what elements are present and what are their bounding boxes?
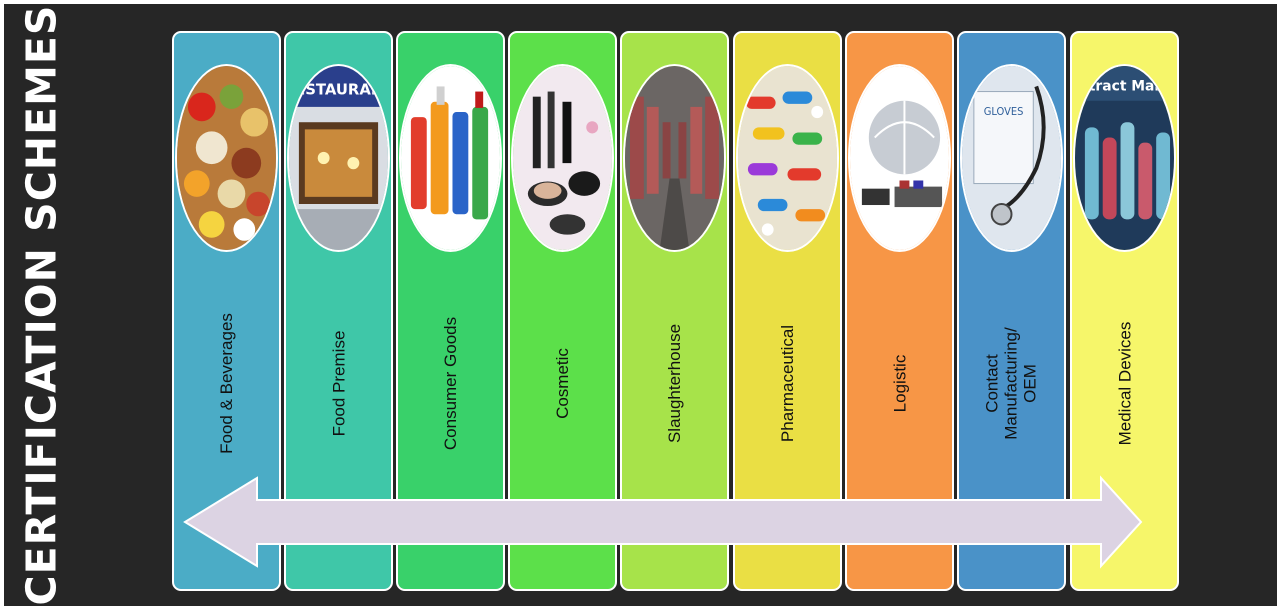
scheme-column-slaughterhouse[interactable]: Slaughterhouse (620, 31, 729, 591)
side-title: CERTIFICATION SCHEMES (6, 0, 76, 610)
globe-logistics-image (848, 64, 951, 252)
food-image (175, 64, 278, 252)
side-title-text: CERTIFICATION SCHEMES (17, 4, 66, 606)
scheme-column-food-premise[interactable]: RESTAURANT Food Premise (284, 31, 393, 591)
pills-image (736, 64, 839, 252)
scheme-label: Cosmetic (552, 347, 572, 419)
scheme-column-medical-devices[interactable]: ntract Manufac Medical Devices (1070, 31, 1179, 591)
gloves-box-text: GLOVES (984, 107, 1024, 118)
scheme-column-logistic[interactable]: Logistic (845, 31, 954, 591)
contract-text: ntract Manufac (1079, 78, 1174, 94)
scheme-label: Food Premise (329, 330, 349, 436)
scheme-label: Slaughterhouse (665, 323, 684, 443)
scheme-column-food-beverages[interactable]: Food & Beverages (172, 31, 281, 591)
restaurant-image: RESTAURANT (287, 64, 390, 252)
test-tubes-image: ntract Manufac (1073, 64, 1176, 252)
cleaning-products-image (399, 64, 502, 252)
scheme-label: Pharmaceutical (778, 324, 798, 442)
scheme-column-consumer-goods[interactable]: Consumer Goods (396, 31, 505, 591)
scheme-column-contact-manufacturing-oem[interactable]: GLOVES Contact Manufacturing/ OEM (957, 31, 1066, 591)
cosmetics-image (511, 64, 614, 252)
scheme-label: Medical Devices (1115, 321, 1135, 445)
scheme-label: Logistic (889, 354, 909, 412)
scheme-label: Contact Manufacturing/ OEM (983, 326, 1041, 440)
scheme-label: Consumer Goods (441, 316, 461, 450)
scheme-column-cosmetic[interactable]: Cosmetic (508, 31, 617, 591)
restaurant-sign-text: RESTAURANT (289, 80, 388, 98)
gloves-stethoscope-image: GLOVES (960, 64, 1063, 252)
scheme-column-pharmaceutical[interactable]: Pharmaceutical (733, 31, 842, 591)
slaughterhouse-image (623, 64, 726, 252)
scheme-label: Food & Beverages (217, 312, 236, 454)
